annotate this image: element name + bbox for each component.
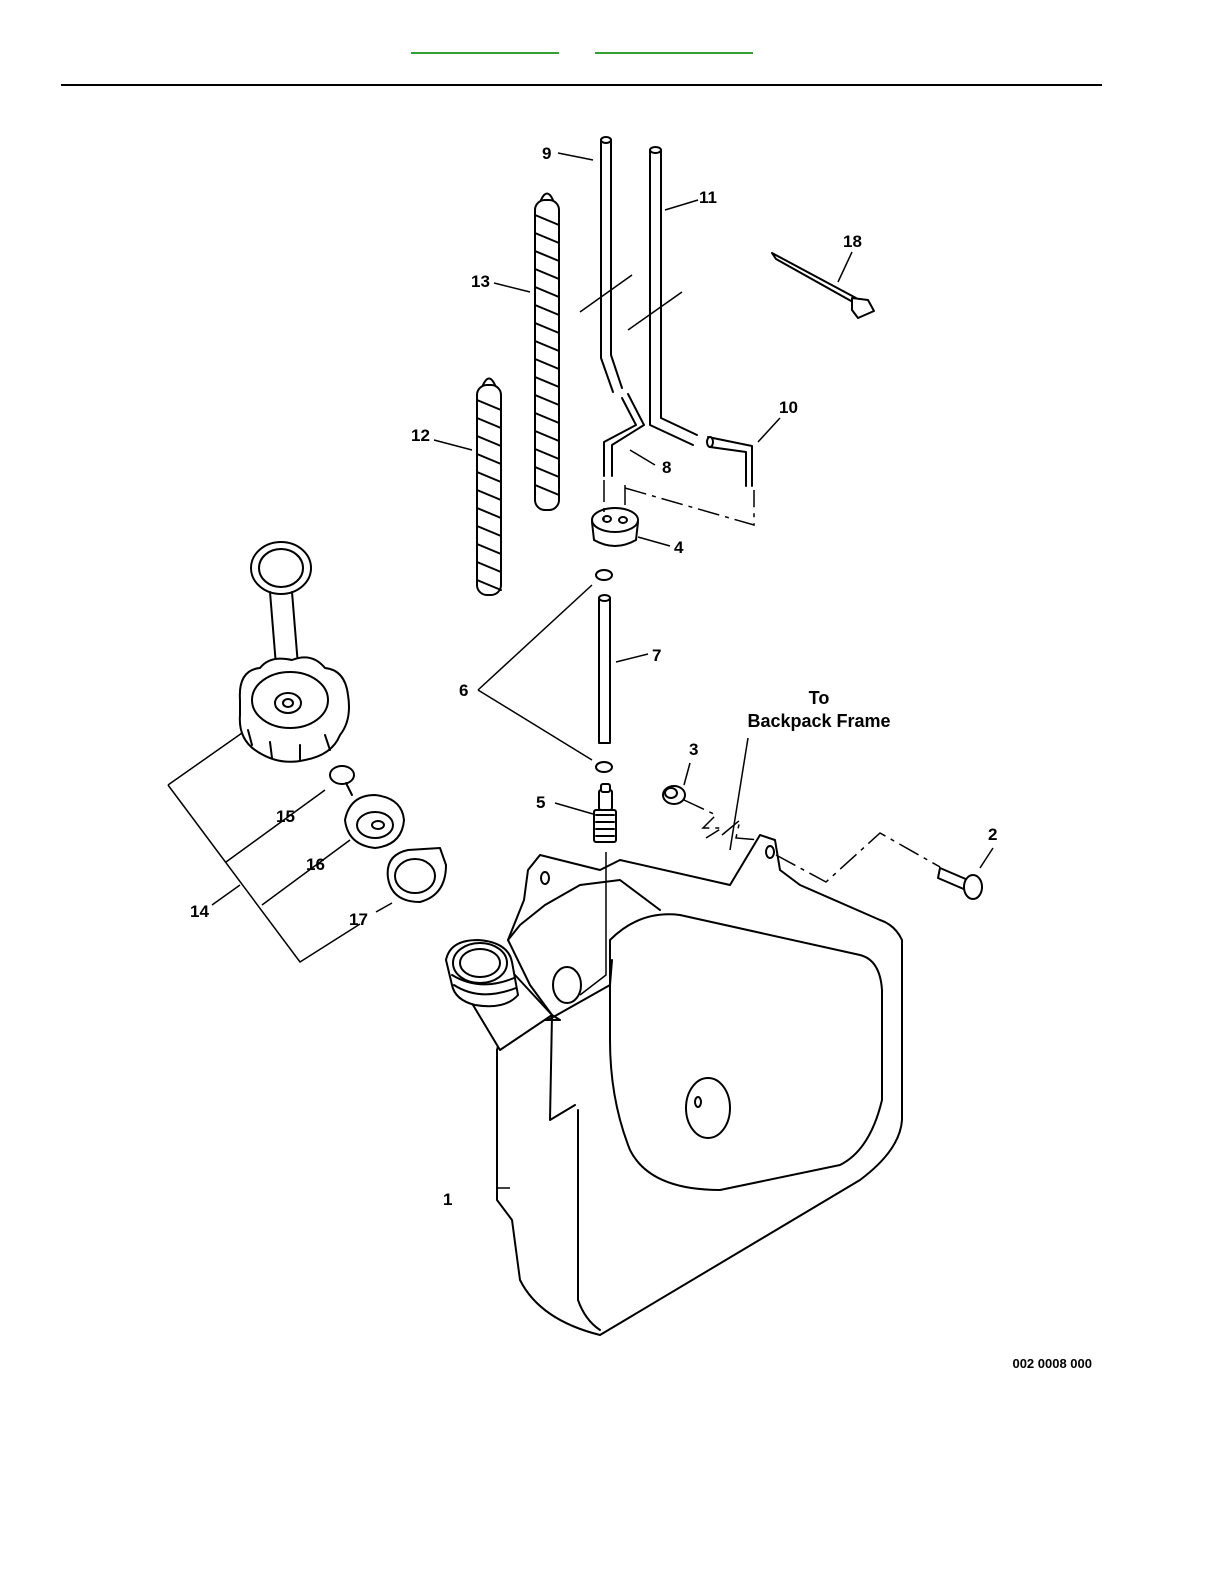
elbow-hose: [707, 437, 752, 486]
figure-code: 002 0008 000: [1012, 1356, 1092, 1371]
vent-valve: [330, 766, 354, 795]
spiral-guard-long: [535, 194, 559, 511]
assembly-line-3: [684, 800, 722, 838]
assembly-line-2: [776, 833, 940, 882]
callout-12: 12: [411, 426, 430, 445]
callout-8: 8: [662, 458, 671, 477]
cable-tie: [772, 253, 874, 318]
callout-4: 4: [674, 538, 684, 557]
tank-grommet: [592, 508, 638, 546]
callout-1: 1: [443, 1190, 452, 1209]
fuel-cap-assembly: [240, 542, 349, 762]
spiral-guard-short: [477, 379, 501, 596]
grommet: [663, 786, 685, 804]
callout-14: 14: [190, 902, 209, 921]
callout-3: 3: [689, 740, 698, 759]
callout-17: 17: [349, 910, 368, 929]
o-ring-upper: [596, 570, 612, 580]
callout-18: 18: [843, 232, 862, 251]
callout-10: 10: [779, 398, 798, 417]
fuel-hose-short: [604, 398, 636, 476]
callout-7: 7: [652, 646, 661, 665]
fuel-tube: [599, 595, 610, 743]
callout-5: 5: [536, 793, 545, 812]
callout-15: 15: [276, 807, 295, 826]
annotation-backpack-frame: Backpack Frame: [747, 711, 890, 731]
cap-gasket: [388, 848, 446, 902]
o-ring-lower: [596, 762, 612, 772]
callout-2: 2: [988, 825, 997, 844]
callout-16: 16: [306, 855, 325, 874]
cap-insert: [345, 795, 404, 848]
callout-9: 9: [542, 144, 551, 163]
annotation-to: To: [809, 688, 830, 708]
callout-6: 6: [459, 681, 468, 700]
fuel-filter: [594, 784, 616, 842]
screw: [938, 868, 982, 899]
fuel-tank: [446, 835, 902, 1335]
callout-11: 11: [699, 188, 717, 207]
fuel-hose-long: [580, 137, 632, 392]
return-hose: [628, 147, 697, 445]
callout-13: 13: [471, 272, 490, 291]
